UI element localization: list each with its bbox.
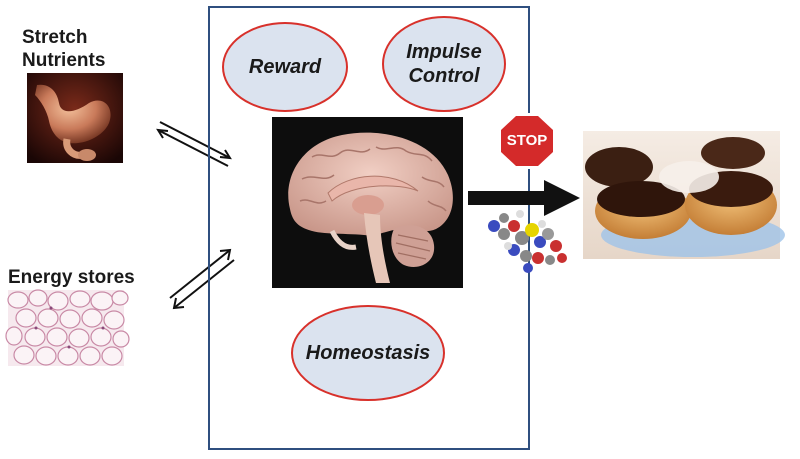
exchange-arrows-upper [156,121,232,167]
adipose-tissue-image [5,289,130,366]
reward-node: Reward [222,22,348,112]
impulse-label-line1: Impulse [406,41,482,63]
stop-sign-text: STOP [506,132,548,149]
reward-label: Reward [248,56,322,78]
brain-image [272,117,463,288]
molecule-icon [488,210,567,273]
stomach-image [27,73,123,163]
energy-stores-label: Energy stores [8,267,135,288]
exchange-arrows-lower [169,248,235,310]
donuts-image [583,131,785,259]
homeostasis-label: Homeostasis [305,342,431,364]
nutrients-label: Nutrients [22,50,106,71]
output-arrow [468,180,580,216]
impulse-label-line2: Control [408,65,480,87]
homeostasis-node: Homeostasis [291,305,445,401]
stretch-label: Stretch [22,27,88,48]
stop-sign-icon [498,113,556,169]
